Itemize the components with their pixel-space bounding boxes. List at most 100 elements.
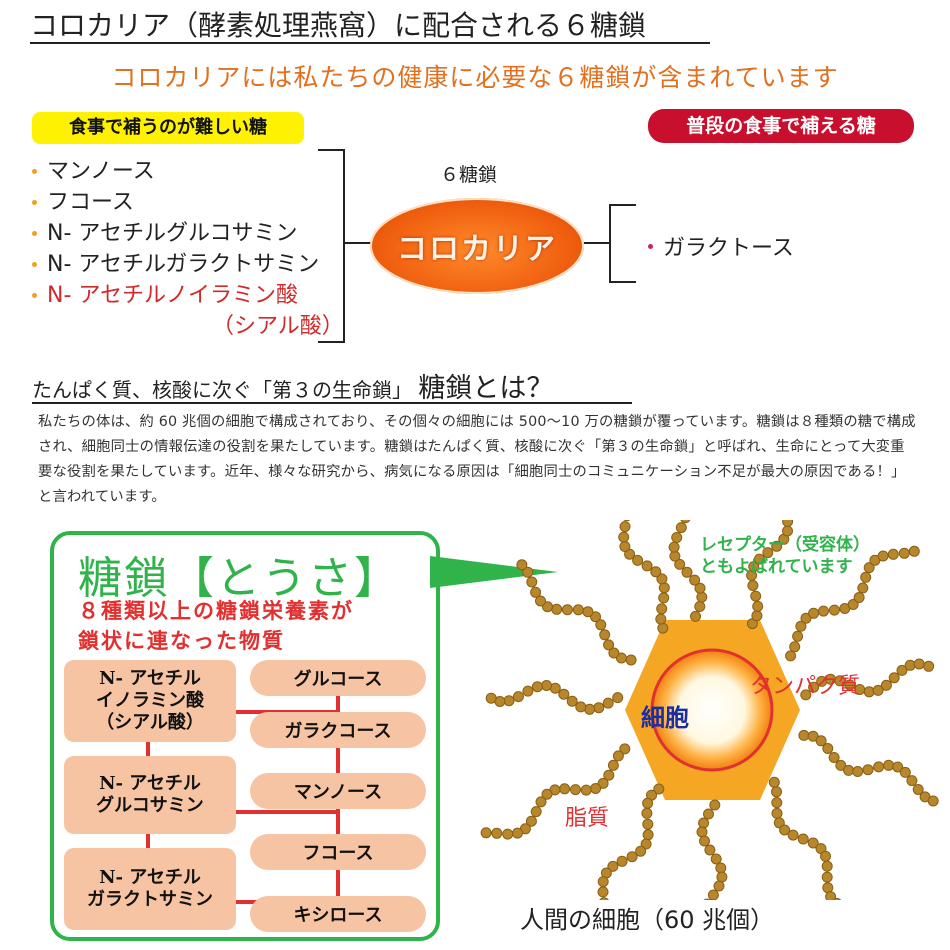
sugar-bead xyxy=(566,695,578,707)
sugar-bead xyxy=(748,561,760,573)
sugar-chain xyxy=(768,776,842,900)
sugar-bead xyxy=(671,532,683,543)
sugar-bead xyxy=(656,603,668,615)
sugar-bead xyxy=(689,574,701,586)
sugar-bead xyxy=(696,826,708,838)
sugar-bead xyxy=(522,685,534,697)
sugar-bead xyxy=(694,582,706,594)
sugar-bead xyxy=(640,838,652,850)
connector-line xyxy=(146,742,150,756)
sugar-bead xyxy=(656,573,668,585)
sugar-bead xyxy=(642,797,654,809)
sugar-chain xyxy=(668,520,708,622)
sugar-bead xyxy=(653,783,665,795)
sugar-bead xyxy=(818,605,829,617)
sugar-bead xyxy=(715,862,727,874)
sugar-bead xyxy=(655,613,667,625)
sugar-bead xyxy=(590,611,601,623)
sugar-bead xyxy=(834,675,846,687)
box-subtitle: ８種類以上の糖鎖栄養素が 鎖状に連なった物質 xyxy=(78,599,354,653)
receptor-note: レセプター（受容体） ともよばれています xyxy=(700,535,870,577)
tag-hard-to-get: 食事で補うのが難しい糖 xyxy=(32,112,304,144)
sugar-bead xyxy=(619,541,631,552)
list-item-sub: （シアル酸） xyxy=(212,314,344,339)
section-heading-main: 糖鎖とは？ xyxy=(418,373,554,404)
sugar-bead xyxy=(852,766,864,777)
sugar-bead xyxy=(716,871,728,883)
glucosamine-pill: N- アセチル グルコサミン xyxy=(64,756,236,834)
bullet-icon xyxy=(32,231,37,236)
sugar-bead xyxy=(787,829,799,841)
xylose-pill: キシロース xyxy=(250,896,426,932)
sugar-bead xyxy=(658,592,670,604)
sugar-bead xyxy=(899,766,911,778)
sialic-acid-pill: N- アセチル イノラミン酸 （シアル酸） xyxy=(64,660,236,742)
box-title: 糖鎖【とうさ】 xyxy=(78,553,400,604)
sugar-chain xyxy=(798,729,939,807)
sugar-bead xyxy=(612,692,624,704)
sugar-bead xyxy=(635,845,647,857)
sugar-bead xyxy=(800,689,812,701)
galactosamine-pill: N- アセチル ガラクトサミン xyxy=(64,848,236,930)
sugar-bead xyxy=(820,850,831,862)
sugar-bead xyxy=(615,652,627,664)
sugar-bead xyxy=(896,664,908,676)
left-bracket xyxy=(318,149,345,343)
sugar-bead xyxy=(542,601,553,613)
sugar-bead xyxy=(762,547,774,559)
sugar-bead xyxy=(822,743,834,754)
sugar-bead xyxy=(597,876,609,888)
sugar-bead xyxy=(913,658,925,670)
sugar-bead xyxy=(525,815,537,827)
sugar-bead xyxy=(912,784,924,795)
sugar-bead xyxy=(512,691,524,703)
sugar-bead xyxy=(808,681,820,693)
sugar-bead xyxy=(669,550,681,562)
sugar-bead xyxy=(608,647,620,659)
sugar-bead xyxy=(612,750,624,762)
sugar-chains xyxy=(480,520,939,900)
sugar-bead xyxy=(480,827,492,839)
sugar-bead xyxy=(590,783,602,794)
colocalia-ellipse: コロカリア xyxy=(370,198,584,294)
sugar-bead xyxy=(642,829,654,841)
sugar-bead xyxy=(680,520,691,524)
sugar-bead xyxy=(623,520,631,522)
right-bracket xyxy=(609,204,636,283)
sugar-bead xyxy=(619,743,631,755)
sugar-bead xyxy=(815,735,827,747)
sugar-bead xyxy=(709,799,721,811)
colocalia-label: コロカリア xyxy=(397,232,557,267)
sugar-chain xyxy=(746,520,794,630)
sugar-chain xyxy=(485,680,624,715)
sugar-bead xyxy=(603,639,615,651)
sugar-bead xyxy=(927,795,939,807)
sugar-bead xyxy=(822,882,834,894)
sugar-bead xyxy=(713,880,725,892)
sugar-bead xyxy=(602,697,614,709)
sugar-bead xyxy=(696,591,708,603)
sugar-bead xyxy=(853,592,865,603)
section-paragraph: 私たちの体は、約 60 兆個の細胞で構成されており、その個々の細胞には 500〜… xyxy=(38,414,916,505)
sugar-chain xyxy=(696,799,728,900)
sugar-chain xyxy=(800,658,935,701)
sugar-chain xyxy=(480,743,631,840)
cell-label: 細胞 xyxy=(641,704,689,732)
sugar-bead xyxy=(747,580,759,591)
sugar-bead xyxy=(558,688,570,700)
sugar-bead xyxy=(872,684,884,696)
sugar-bead xyxy=(694,601,706,612)
sugar-bead xyxy=(699,835,710,847)
sugar-bead xyxy=(828,604,840,616)
sugar-bead xyxy=(844,679,856,691)
sugar-bead xyxy=(821,871,833,883)
sugar-bead xyxy=(785,650,797,662)
sugar-bead xyxy=(530,586,542,598)
sugar-bead xyxy=(572,604,584,616)
sugar-bead xyxy=(832,897,842,900)
sugar-bead xyxy=(771,797,783,809)
sugar-bead xyxy=(541,788,553,800)
list-item: N- アセチルガラクトサミン xyxy=(32,249,344,280)
cell-illustration xyxy=(480,520,939,900)
